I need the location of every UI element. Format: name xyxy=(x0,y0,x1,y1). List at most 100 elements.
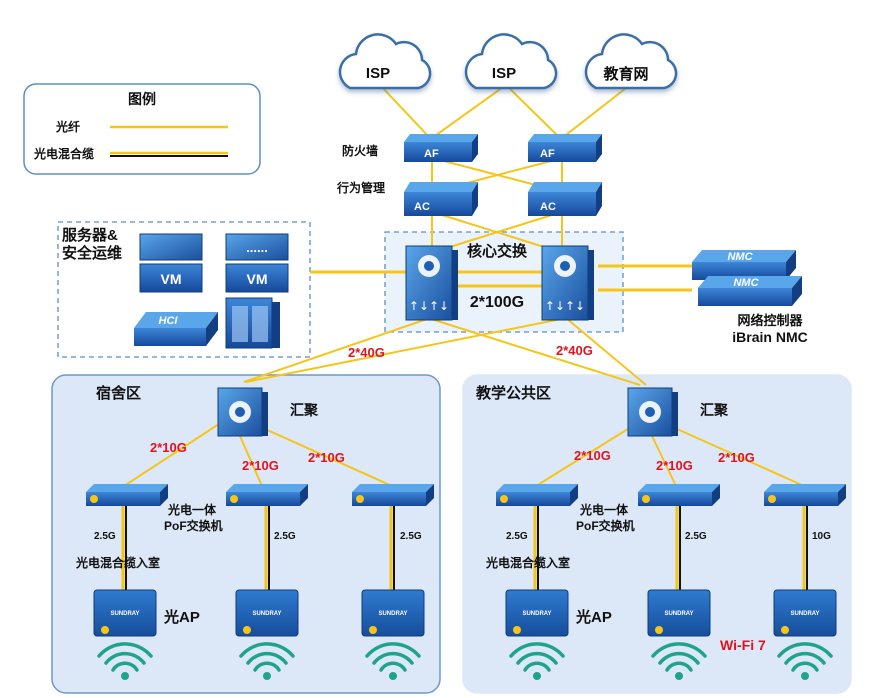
controller-label-2: iBrain NMC xyxy=(732,329,807,345)
legend-hybrid-label: 光电混合缆 xyxy=(33,146,94,161)
core-links xyxy=(243,264,692,386)
cloud-edu-net-label: 教育网 xyxy=(602,65,648,83)
wifi-icon-teach-2 xyxy=(651,642,707,680)
access-speed-dorm-3: 2*10G xyxy=(308,450,345,465)
svg-text:↑↓↑↓: ↑↓↑↓ xyxy=(545,299,585,313)
ap-dorm-label: 光AP xyxy=(163,608,200,626)
access-speed-dorm-2: 2*10G xyxy=(242,458,279,473)
firewall-af-left: AF xyxy=(404,134,478,162)
wan-links xyxy=(379,84,631,253)
nmc-bottom-label: NMC xyxy=(733,277,759,289)
rack-server xyxy=(225,297,280,349)
pof-teach-label-2: PoF交换机 xyxy=(576,518,635,533)
hybrid-in-label-dorm: 光电混合缆入室 xyxy=(75,555,160,570)
core-switch-right: ↑↓↑↓ xyxy=(541,245,594,321)
core-switch-left: ↑↓↑↓ xyxy=(405,245,458,321)
drop-speed-teach-3: 10G xyxy=(812,531,831,542)
cloud-isp-2-label: ISP xyxy=(492,65,516,82)
svg-text:↑↓↑↓: ↑↓↑↓ xyxy=(409,299,449,313)
wifi-icon-teach-1 xyxy=(509,642,565,680)
pof-dorm-label-1: 光电一体 xyxy=(167,502,217,517)
wifi-icon-teach-3 xyxy=(777,642,833,680)
pof-switch-dorm-3 xyxy=(352,484,434,506)
ap-teach-2: SUNDRAY xyxy=(647,589,711,637)
ap-dorm-3-brand: SUNDRAY xyxy=(378,611,407,617)
pof-switch-teach-3 xyxy=(764,484,846,506)
dorm-zone-title: 宿舍区 xyxy=(96,384,141,402)
access-speed-dorm-1: 2*10G xyxy=(150,440,187,455)
ap-dorm-2-brand: SUNDRAY xyxy=(252,611,281,617)
agg-switch-teach xyxy=(627,387,678,437)
drop-speed-teach-1: 2.5G xyxy=(506,531,528,542)
wifi-icon-dorm-1 xyxy=(97,642,153,680)
ap-teach-label: 光AP xyxy=(575,608,612,626)
hybrid-cables xyxy=(121,504,808,590)
agg-teach-label: 汇聚 xyxy=(700,402,729,418)
behavior-ac-right: AC xyxy=(528,182,602,216)
legend: 图例 光纤 光电混合缆 xyxy=(23,83,261,175)
core-link-speed: 2*100G xyxy=(470,294,524,311)
drop-speed-dorm-3: 2.5G xyxy=(400,531,422,542)
server-zone-title-1: 服务器& xyxy=(62,226,118,244)
server-zone-title-2: 安全运维 xyxy=(62,244,122,262)
behavior-ac-left-label: AC xyxy=(414,201,430,213)
nmc-controller-bottom: NMC xyxy=(698,276,802,306)
wifi-icon-dorm-2 xyxy=(239,642,295,680)
ap-dorm-1: SUNDRAY xyxy=(93,589,157,637)
wifi7-label: Wi-Fi 7 xyxy=(720,637,766,653)
ap-teach-3: SUNDRAY xyxy=(773,589,837,637)
behavior-ac-left: AC xyxy=(404,182,478,216)
hybrid-in-label-teach: 光电混合缆入室 xyxy=(485,555,570,570)
wifi-icon-dorm-3 xyxy=(365,642,421,680)
firewall-af-right: AF xyxy=(528,134,602,162)
pof-switch-teach-2 xyxy=(638,484,720,506)
ap-teach-2-brand: SUNDRAY xyxy=(664,611,693,617)
ap-teach-3-brand: SUNDRAY xyxy=(790,611,819,617)
drop-speed-dorm-2: 2.5G xyxy=(274,531,296,542)
access-speed-teach-1: 2*10G xyxy=(574,448,611,463)
hci-appliance: HCI xyxy=(134,312,218,346)
cloud-isp-1-label: ISP xyxy=(366,65,390,82)
access-speed-teach-2: 2*10G xyxy=(656,458,693,473)
firewall-label: 防火墙 xyxy=(342,143,378,158)
pof-dorm-label-2: PoF交换机 xyxy=(164,518,223,533)
core-title: 核心交换 xyxy=(467,242,528,260)
cloud-isp-1: ISP xyxy=(338,33,432,90)
ap-teach-1-brand: SUNDRAY xyxy=(522,611,551,617)
teaching-zone-title: 教学公共区 xyxy=(475,384,551,402)
legend-title: 图例 xyxy=(128,91,156,107)
controller-label-1: 网络控制器 xyxy=(737,313,803,328)
vm-server-left: VM xyxy=(139,233,203,293)
vm-right-label: VM xyxy=(247,271,268,287)
pof-switch-dorm-1 xyxy=(86,484,168,506)
cloud-edu-net: 教育网 xyxy=(584,33,678,90)
drop-speed-teach-2: 2.5G xyxy=(685,531,707,542)
agg-switch-dorm xyxy=(217,387,268,437)
vm-server-right: ...... VM xyxy=(225,233,289,293)
agg-dorm-label: 汇聚 xyxy=(290,402,319,418)
behavior-mgmt-label: 行为管理 xyxy=(336,180,385,195)
pof-switch-dorm-2 xyxy=(226,484,308,506)
pof-switch-teach-1 xyxy=(496,484,578,506)
access-links xyxy=(123,421,805,487)
drop-speed-dorm-1: 2.5G xyxy=(94,531,116,542)
hci-label: HCI xyxy=(159,315,179,327)
ap-dorm-1-brand: SUNDRAY xyxy=(110,611,139,617)
ap-dorm-2: SUNDRAY xyxy=(235,589,299,637)
ap-teach-1: SUNDRAY xyxy=(505,589,569,637)
behavior-ac-right-label: AC xyxy=(540,201,556,213)
vm-left-label: VM xyxy=(161,271,182,287)
ap-dorm-3: SUNDRAY xyxy=(361,589,425,637)
access-speed-teach-3: 2*10G xyxy=(718,450,755,465)
server-zone xyxy=(57,221,311,358)
vm-right-dots: ...... xyxy=(246,240,268,255)
pof-teach-label-1: 光电一体 xyxy=(579,502,629,517)
firewall-af-right-label: AF xyxy=(540,148,555,160)
firewall-af-left-label: AF xyxy=(424,148,439,160)
nmc-top-label: NMC xyxy=(727,251,753,263)
nmc-controller-top: NMC xyxy=(692,250,796,280)
cloud-isp-2: ISP xyxy=(464,33,558,90)
uplink-speed-right: 2*40G xyxy=(556,343,593,358)
legend-fiber-label: 光纤 xyxy=(55,119,80,134)
